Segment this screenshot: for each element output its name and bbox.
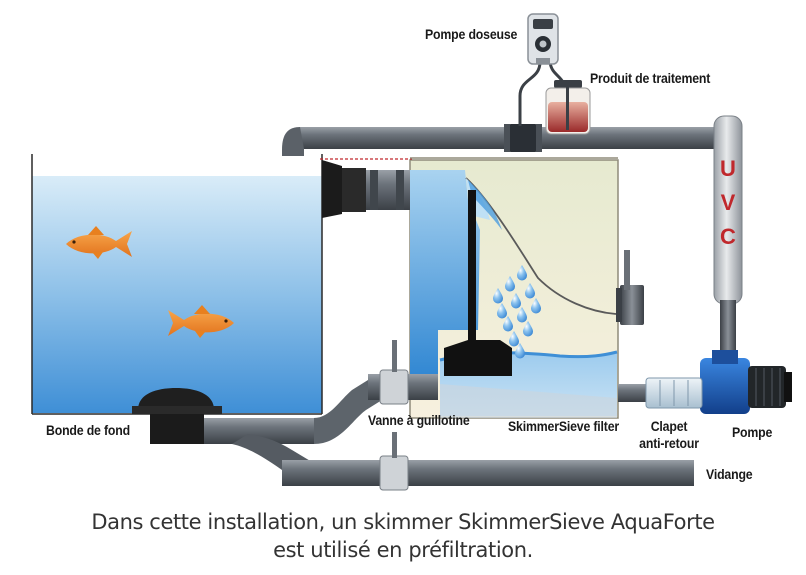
skimmersieve-filter-label: SkimmerSieve filter	[508, 418, 620, 434]
fish-icon	[168, 305, 234, 338]
return-pipe	[282, 124, 730, 156]
check-valve	[618, 377, 703, 409]
pond-water	[32, 176, 322, 413]
fish-icon	[66, 226, 132, 259]
dosing-pump-icon	[527, 13, 559, 65]
uvc-unit	[713, 115, 743, 360]
check-valve-label-line2: anti-retour	[639, 435, 699, 451]
bottle-icon	[545, 80, 591, 135]
uvc-letter-c: C	[720, 224, 736, 249]
caption-line-2: est utilisé en préfiltration.	[273, 538, 533, 562]
pump-label: Pompe	[732, 424, 773, 440]
bottom-drain	[132, 388, 222, 444]
skimmer-inlet	[322, 160, 410, 218]
caption-line-1: Dans cette installation, un skimmer Skim…	[91, 510, 715, 534]
skimmersieve-filter	[320, 157, 644, 419]
uvc-letter-v: V	[720, 190, 736, 215]
gate-valve-label: Vanne à guillotine	[368, 412, 470, 428]
figure-caption: Dans cette installation, un skimmer Skim…	[0, 508, 806, 564]
pipework	[204, 340, 694, 491]
treatment-product-label: Produit de traitement	[590, 70, 711, 86]
pump-icon	[700, 350, 792, 414]
drain-outlet-label: Vidange	[706, 466, 753, 482]
uvc-letter-u: U	[720, 156, 736, 181]
uvc-label: U V C	[718, 152, 738, 254]
check-valve-label-line1: Clapet	[650, 418, 688, 434]
pond-filtration-diagram	[31, 13, 792, 491]
bottom-drain-label: Bonde de fond	[46, 422, 130, 438]
check-valve-label: Clapet anti-retour	[629, 418, 708, 452]
dosing-pump-label: Pompe doseuse	[425, 26, 518, 42]
pond	[31, 154, 323, 415]
